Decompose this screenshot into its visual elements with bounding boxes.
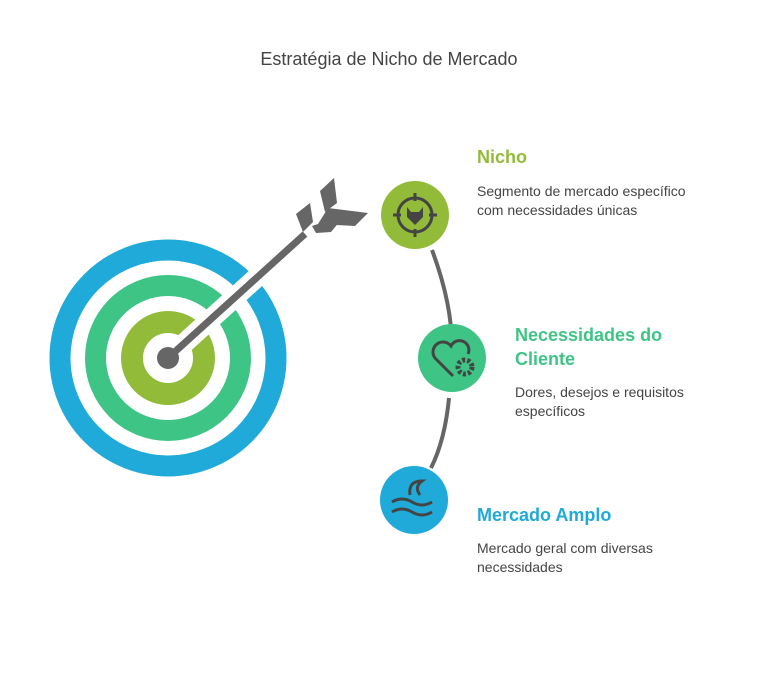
- necessidades-circle: [418, 324, 486, 392]
- mercado-desc: Mercado geral com diversas necessidades: [477, 540, 653, 575]
- necessidades-desc: Dores, desejos e requisitos específicos: [515, 384, 684, 419]
- necessidades-title: Necessidades do Cliente: [515, 325, 663, 369]
- target-icon: [49, 239, 287, 477]
- nicho-circle: [381, 181, 449, 249]
- arrow-icon: [157, 178, 368, 369]
- nicho-title: Nicho: [477, 147, 528, 167]
- nicho-desc: Segmento de mercado específico com neces…: [477, 183, 686, 218]
- mercado-circle: [380, 466, 448, 534]
- diagram-title: Estratégia de Nicho de Mercado: [260, 49, 518, 69]
- mercado-title: Mercado Amplo: [477, 505, 612, 525]
